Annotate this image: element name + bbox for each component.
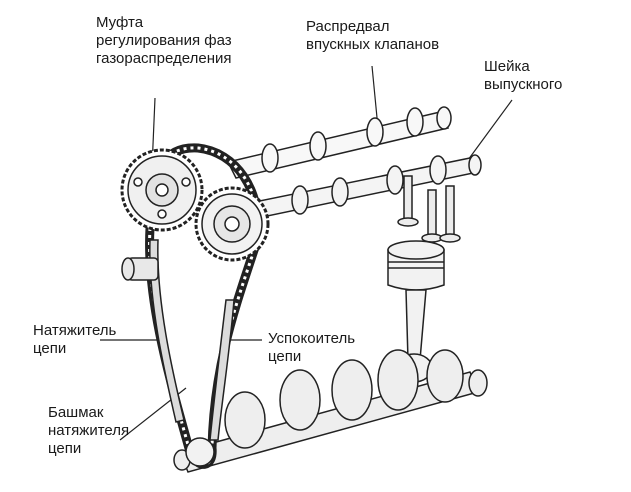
label-tensioner: Натяжитель цепи [33, 322, 116, 358]
label-exhaust-journal-line2: выпускного [484, 76, 563, 93]
label-cam-phaser-line1: Муфта [96, 14, 144, 31]
valves [397, 175, 461, 243]
label-tensioner-line1: Натяжитель [33, 322, 117, 339]
label-tensioner-shoe-line1: Башмак [48, 404, 104, 421]
label-tensioner-shoe-line3: цепи [48, 440, 82, 457]
label-tensioner-line2: цепи [33, 340, 67, 357]
chain-tensioner [121, 257, 159, 281]
label-intake-camshaft: Распредвал впускных клапанов [306, 18, 439, 54]
crankshaft [173, 349, 488, 473]
cam-phaser [120, 148, 204, 232]
label-chain-guide: Успокоитель цепи [268, 330, 355, 366]
chain-tensioner-shoe [149, 239, 185, 423]
label-intake-camshaft-line1: Распредвал [306, 18, 390, 35]
label-chain-guide-line1: Успокоитель [268, 330, 356, 347]
exhaust-sprocket [194, 186, 270, 262]
connecting-rod [405, 289, 427, 361]
label-cam-phaser: Муфта регулирования фаз газораспределени… [96, 14, 232, 68]
crank-sprocket [185, 437, 215, 467]
label-tensioner-shoe: Башмак натяжителя цепи [48, 404, 129, 458]
label-tensioner-shoe-line2: натяжителя [48, 422, 130, 439]
leader-exhaust-journal [467, 99, 513, 161]
label-cam-phaser-line3: газораспределения [96, 50, 232, 67]
label-intake-camshaft-line2: впускных клапанов [306, 36, 440, 53]
label-cam-phaser-line2: регулирования фаз [96, 32, 232, 49]
label-exhaust-journal-line1: Шейка [484, 58, 530, 75]
label-chain-guide-line2: цепи [268, 348, 302, 365]
intake-camshaft [226, 106, 452, 179]
label-exhaust-journal: Шейка выпускного [484, 58, 562, 94]
exhaust-camshaft [238, 154, 482, 221]
chain-guide [209, 299, 235, 441]
